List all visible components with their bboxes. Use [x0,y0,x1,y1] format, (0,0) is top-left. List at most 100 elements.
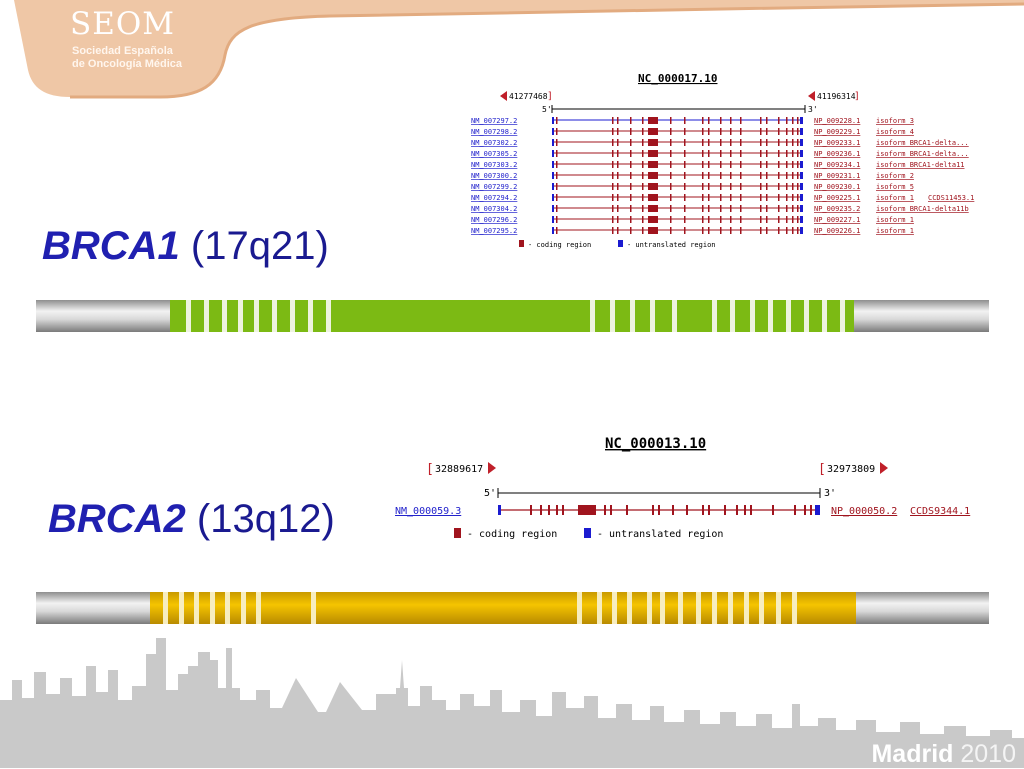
exon-stripe [627,592,632,624]
exon [792,227,794,234]
large-exon [648,216,658,223]
exon [744,505,746,515]
brca2-gene-name: BRCA2 [48,497,186,541]
exon [630,216,632,223]
brca1-end-bracket: ] [854,91,860,102]
utr-legend-swatch [618,240,623,247]
brca1-isoform-link[interactable]: isoform BRCA1-delta... [876,139,969,147]
brca2-legend-utr: - untranslated region [597,529,723,540]
exon [740,139,742,146]
exon [792,194,794,201]
brca1-ccds-link[interactable]: CCDS11453.1 [928,194,974,202]
exon [702,183,704,190]
exon [792,150,794,157]
brca1-nm-link[interactable]: NM_007303.2 [471,161,517,169]
brca2-ccds-link[interactable]: CCDS9344.1 [910,506,970,517]
exon [702,227,704,234]
brca2-nm-link[interactable]: NM_000059.3 [395,506,461,517]
brca1-np-link[interactable]: NP_009236.1 [814,150,860,158]
brca1-isoform-link[interactable]: isoform BRCA1-delta... [876,150,969,158]
brca1-nm-link[interactable]: NM_007295.2 [471,227,517,235]
exon [702,150,704,157]
exon [708,194,710,201]
brca1-np-link[interactable]: NP_009231.1 [814,172,860,180]
exon [702,505,704,515]
exon [778,205,780,212]
brca1-np-link[interactable]: NP_009233.1 [814,139,860,147]
exon-stripe [786,300,791,332]
brca2-start-arrow-icon[interactable] [488,462,496,474]
brca1-np-link[interactable]: NP_009229.1 [814,128,860,136]
exon-stripe [597,592,602,624]
brca1-isoform-link[interactable]: isoform 2 [876,172,914,180]
exon [730,216,732,223]
brca1-legend-utr: - untranslated region [627,241,716,249]
exon [736,505,738,515]
brca1-np-link[interactable]: NP_009226.1 [814,227,860,235]
brca1-isoform-link[interactable]: isoform 3 [876,117,914,125]
brca1-end-coord[interactable]: 41196314 [817,92,856,101]
brca1-isoform-link[interactable]: isoform 4 [876,128,914,136]
exon [612,117,614,124]
brca1-nm-link[interactable]: NM_007300.2 [471,172,517,180]
exon [760,128,762,135]
brca1-nm-link[interactable]: NM_007304.2 [471,205,517,213]
exon [750,505,752,515]
brca1-np-link[interactable]: NP_009228.1 [814,117,860,125]
brca2-start-coord[interactable]: 32889617 [435,464,483,475]
brca2-np-link[interactable]: NP_000050.2 [831,506,897,517]
exon [730,150,732,157]
brca2-end-arrow-icon[interactable] [880,462,888,474]
exon [630,128,632,135]
exon [617,161,619,168]
brca1-start-coord[interactable]: 41277468 [509,92,548,101]
brca1-start-arrow-icon[interactable] [500,91,507,101]
brca1-isoform-link[interactable]: isoform 1 [876,194,914,202]
large-exon [648,117,658,124]
exon [708,117,710,124]
exon [797,194,799,201]
exon [670,194,672,201]
brca1-np-link[interactable]: NP_009227.1 [814,216,860,224]
brca1-np-link[interactable]: NP_009230.1 [814,183,860,191]
brca1-np-link[interactable]: NP_009225.1 [814,194,860,202]
brca1-isoform-link[interactable]: isoform 1 [876,216,914,224]
exon [642,216,644,223]
brca2-end-coord[interactable]: 32973809 [827,464,875,475]
brca1-isoform-link[interactable]: isoform BRCA1-delta11 [876,161,965,169]
brca1-transcript-row: NM_007295.2 NP_009226.1 isoform 1 [471,227,914,235]
brca1-isoform-link[interactable]: isoform 1 [876,227,914,235]
exon [670,150,672,157]
brca1-nm-link[interactable]: NM_007296.2 [471,216,517,224]
large-exon [648,205,658,212]
utr-exon [552,117,554,124]
exon [708,183,710,190]
brca1-nm-link[interactable]: NM_007305.2 [471,150,517,158]
brca1-nm-link[interactable]: NM_007294.2 [471,194,517,202]
brca1-np-link[interactable]: NP_009235.2 [814,205,860,213]
exon-stripe [776,592,781,624]
utr-exon [800,216,803,223]
exon [630,161,632,168]
exon [702,117,704,124]
exon [708,205,710,212]
brca1-nm-link[interactable]: NM_007298.2 [471,128,517,136]
exon [740,205,742,212]
exon [797,150,799,157]
brca1-np-link[interactable]: NP_009234.1 [814,161,860,169]
brca1-nm-link[interactable]: NM_007297.2 [471,117,517,125]
exon [530,505,532,515]
brca1-isoform-link[interactable]: isoform BRCA1-delta11b [876,205,969,213]
exon [630,227,632,234]
brca1-isoform-link[interactable]: isoform 5 [876,183,914,191]
exon [617,205,619,212]
brca1-nm-link[interactable]: NM_007302.2 [471,139,517,147]
exon [760,117,762,124]
exon-stripe [792,592,797,624]
brca2-contig-label[interactable]: NC_000013.10 [605,436,706,452]
exon [730,139,732,146]
brca1-nm-link[interactable]: NM_007299.2 [471,183,517,191]
brca1-end-arrow-icon[interactable] [808,91,815,101]
brca1-contig-label[interactable]: NC_000017.10 [638,72,717,85]
exon [684,161,686,168]
